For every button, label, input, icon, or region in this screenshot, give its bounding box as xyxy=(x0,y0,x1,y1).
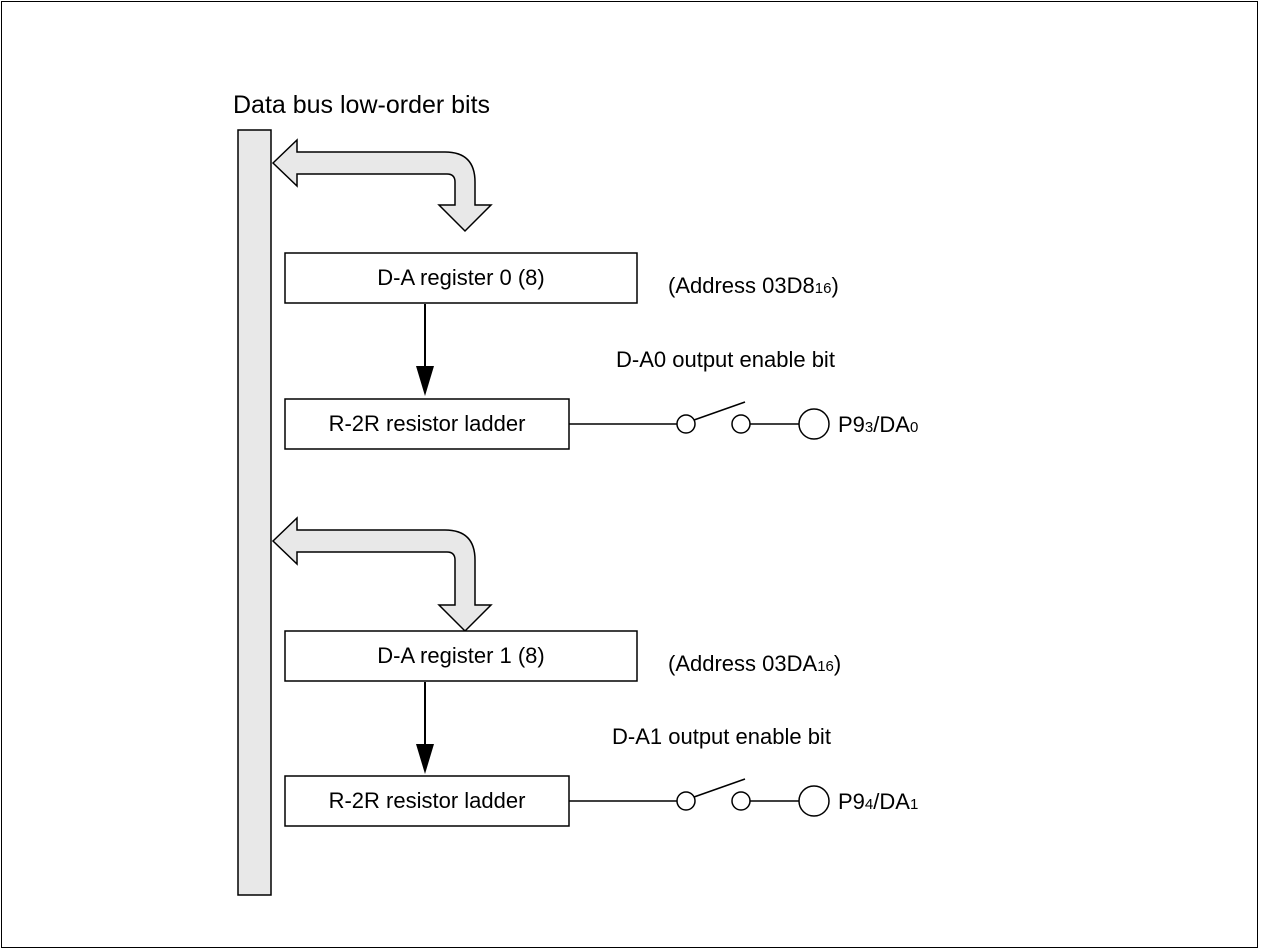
bus-label: Data bus low-order bits xyxy=(233,91,490,119)
enable-bit-label: D-A1 output enable bit xyxy=(612,724,831,749)
switch-terminal xyxy=(731,414,751,434)
output-pin xyxy=(798,785,830,817)
arrow-head xyxy=(416,366,434,396)
enable-bit-label: D-A0 output enable bit xyxy=(616,347,835,372)
resistor-ladder-label: R-2R resistor ladder xyxy=(329,788,526,813)
output-enable-switch xyxy=(693,778,746,798)
pin-label: P94/DA1 xyxy=(838,789,918,814)
channel-0: D-A register 0 (8) (Address 03D816) D-A0… xyxy=(271,138,918,450)
switch-terminal xyxy=(731,791,751,811)
resistor-ladder-label: R-2R resistor ladder xyxy=(329,411,526,436)
address-label: (Address 03DA16) xyxy=(668,651,841,676)
da-register-box xyxy=(284,630,638,682)
pin-label: P93/DA0 xyxy=(838,412,918,437)
da-register-box xyxy=(284,252,638,304)
switch-terminal xyxy=(676,791,696,811)
da-register-label: D-A register 0 (8) xyxy=(377,265,545,290)
output-pin xyxy=(798,408,830,440)
address-label: (Address 03D816) xyxy=(668,273,839,298)
da-register-label: D-A register 1 (8) xyxy=(377,643,545,668)
switch-terminal xyxy=(676,414,696,434)
bidirectional-bus-arrow xyxy=(271,516,493,633)
channel-1: D-A register 1 (8) (Address 03DA16) D-A1… xyxy=(271,516,918,827)
data-bus xyxy=(237,129,272,896)
arrow-head xyxy=(416,744,434,774)
output-enable-switch xyxy=(693,401,746,421)
bidirectional-bus-arrow xyxy=(271,138,493,233)
